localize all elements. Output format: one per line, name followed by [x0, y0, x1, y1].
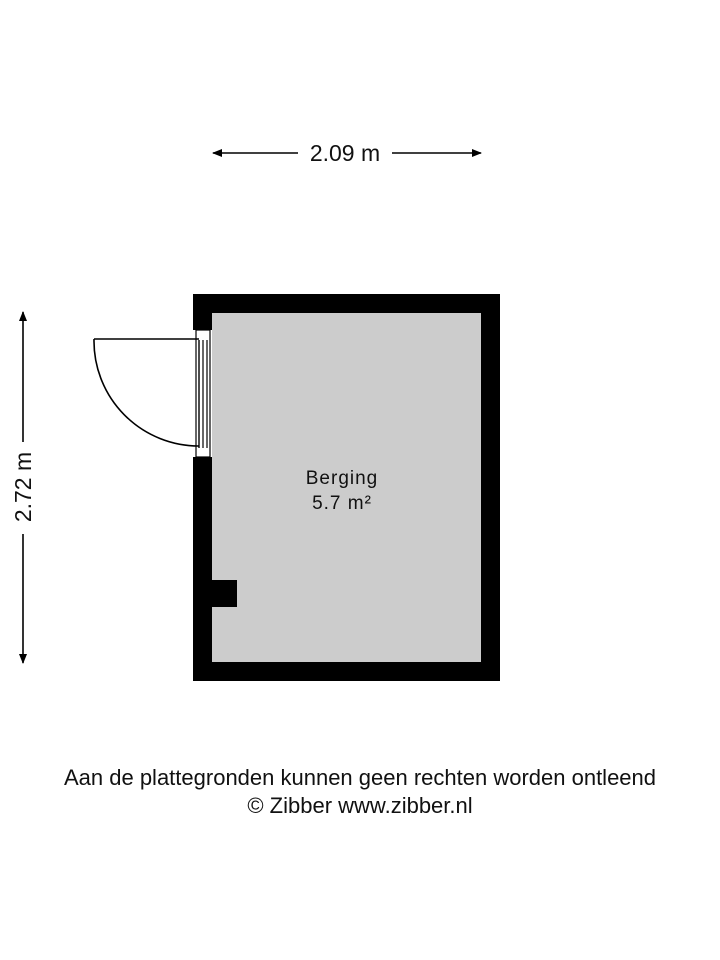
room-floor: [212, 313, 481, 662]
walls: [193, 294, 500, 681]
room-name: Berging: [305, 468, 379, 489]
room-area: 5.7 m²: [312, 493, 372, 514]
width-dimension-label: 2.09 m: [300, 138, 390, 168]
copyright-text: © Zibber www.zibber.nl: [247, 793, 473, 818]
disclaimer-text: Aan de plattegronden kunnen geen rechten…: [63, 765, 657, 790]
footer: Aan de plattegronden kunnen geen rechten…: [0, 764, 720, 820]
door: [93, 329, 211, 458]
room-label: Berging 5.7 m²: [262, 466, 422, 516]
height-dimension-label: 2.72 m: [8, 442, 38, 532]
